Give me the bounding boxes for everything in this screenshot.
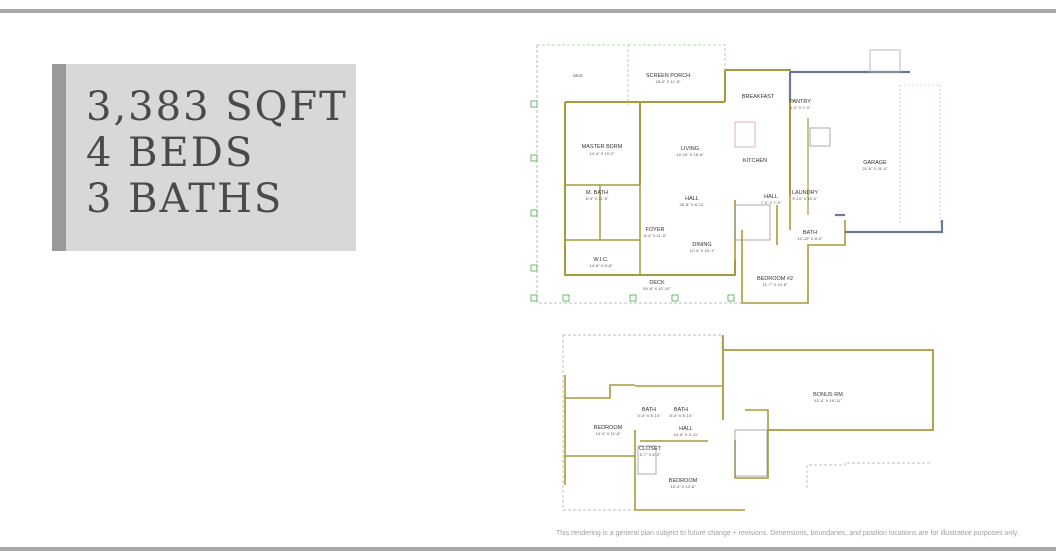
first-floor-plan: [530, 44, 944, 304]
room-label: BEDROOM: [594, 425, 623, 431]
room-label: BEDROOM #2: [757, 276, 793, 282]
beds-stat: 4 BEDS: [86, 130, 255, 176]
room-dim: 14'-4" X 19'-2": [589, 151, 615, 156]
room-dim: 14'-8" X 8'-8": [589, 263, 613, 268]
baths-stat: 3 BATHS: [86, 176, 284, 222]
room-dim: 59'-8" X 42'-10": [643, 286, 671, 291]
room-dim: 7'-0" X 7'-0": [761, 200, 782, 205]
room-label: BATH: [674, 407, 688, 413]
room-label: M. BATH: [586, 190, 608, 196]
room-label: LIVING: [681, 146, 699, 152]
room-label: BEDROOM: [669, 478, 698, 484]
room-dim: 26'-8" X 8'-11": [680, 202, 706, 207]
top-rule: [0, 9, 1056, 13]
room-label: LAUNDRY: [792, 190, 819, 196]
room-label: CLOSET: [639, 446, 662, 452]
room-dim: 8'-3" X 8'-10": [669, 413, 693, 418]
room-dim: 12'-4" X 15'-1": [689, 248, 715, 253]
room-label: FOYER: [646, 227, 665, 233]
room-dim: 21'-8" X 31'-0": [862, 166, 888, 171]
room-dim: 14'-8" X 3'-11": [674, 432, 700, 437]
room-label: HALL: [679, 426, 693, 432]
room-dim: 10'-10" X 8'-0": [797, 236, 823, 241]
first-floor-labels: SCREEN PORCH 18'-0" X 11'-8" DECK BREAKF…: [573, 73, 888, 291]
room-dim: 15'-4" X 13'-8": [670, 484, 696, 489]
room-label: BREAKFAST: [742, 94, 775, 100]
room-dim: 6'-4" X 11'-5": [644, 233, 667, 238]
room-label: W.I.C.: [594, 257, 609, 263]
second-floor-labels: BONUS RM 42'-4" X 19'-11" BATH 4'-3" X 8…: [594, 392, 843, 489]
room-label: BONUS RM: [813, 392, 843, 398]
room-dim: 4'-2" X 7'-0": [790, 105, 811, 110]
room-label: DECK: [649, 280, 665, 286]
second-floor-plan: [562, 334, 934, 511]
room-label: BATH: [642, 407, 656, 413]
room-label: DECK: [573, 74, 583, 78]
room-label: GARAGE: [863, 160, 887, 166]
room-label: SCREEN PORCH: [646, 73, 690, 79]
room-label: HALL: [764, 194, 778, 200]
room-label: HALL: [685, 196, 699, 202]
disclaimer: This rendering is a general plan subject…: [556, 530, 1019, 537]
stats-box: 3,383 SQFT 4 BEDS 3 BATHS: [52, 64, 356, 251]
room-dim: 4'-3" X 8'-10": [637, 413, 661, 418]
room-label: DINING: [692, 242, 711, 248]
room-label: KITCHEN: [743, 158, 767, 164]
room-label: MASTER BDRM: [582, 144, 623, 150]
room-dim: 5'-7" X 8'-2": [640, 452, 661, 457]
stats-accent-bar: [52, 64, 66, 251]
room-dim: 11'-7" X 13'-8": [763, 282, 789, 287]
room-dim: 14'-10" X 16'-8": [676, 152, 704, 157]
room-dim: 9'-10" X 19'-2": [792, 196, 818, 201]
sqft-stat: 3,383 SQFT: [86, 84, 348, 130]
room-dim: 42'-4" X 19'-11": [814, 398, 842, 403]
room-dim: 14'-4" X 11'-8": [596, 431, 622, 436]
room-label: PANTRY: [789, 99, 811, 105]
room-dim: 18'-0" X 11'-8": [656, 79, 682, 84]
room-label: BATH: [803, 230, 817, 236]
bottom-rule: [0, 547, 1056, 551]
room-dim: 8'-9" X 11'-5": [586, 196, 609, 201]
